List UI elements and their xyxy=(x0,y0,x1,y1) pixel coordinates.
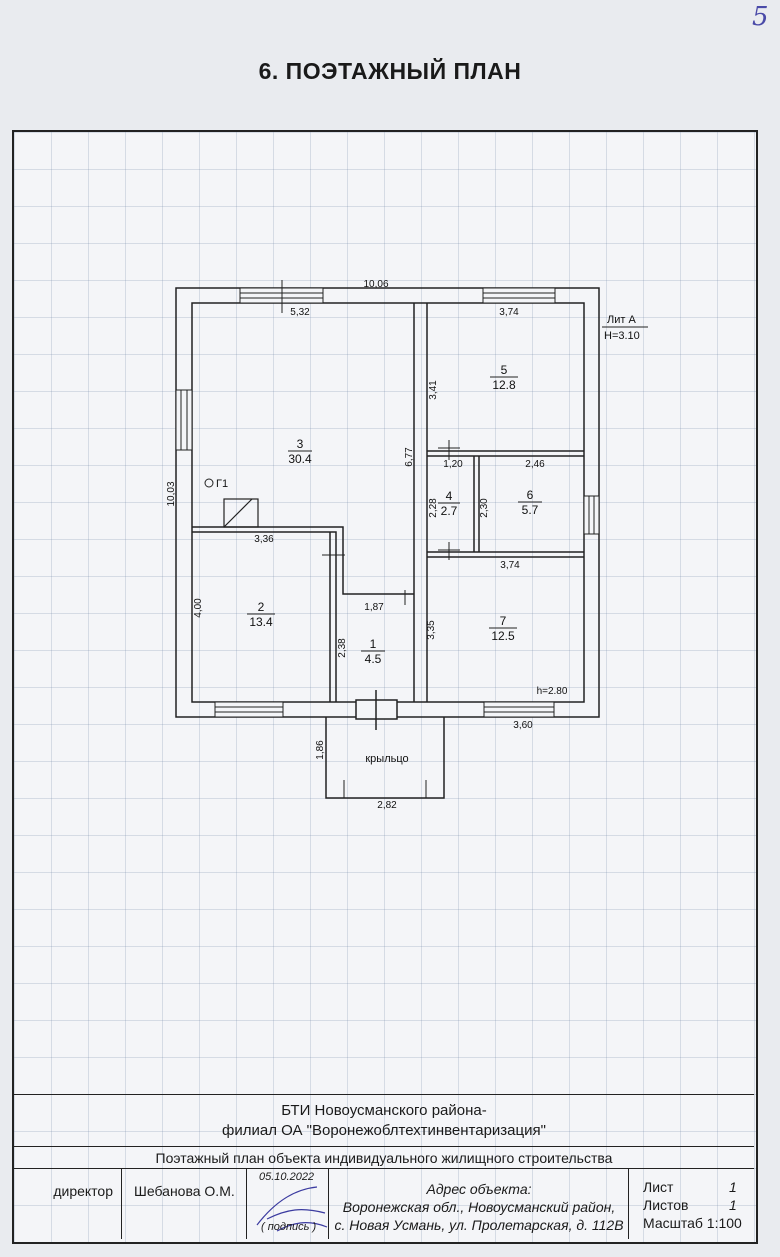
sheet-info-cell: Лист 1 Листов 1 Масштаб 1:100 xyxy=(629,1169,754,1239)
dim-label: 3,35 xyxy=(426,620,437,640)
dim-label: 2,30 xyxy=(479,498,490,518)
room-number: 1 xyxy=(370,637,377,651)
main-height: H=3.10 xyxy=(604,330,640,342)
org-line2: филиал ОА "Воронежоблтехтинвентаризация" xyxy=(222,1122,546,1139)
porch-label: крыльцо xyxy=(365,753,408,765)
room-area: 30.4 xyxy=(288,452,312,466)
room-3: 3 30.4 xyxy=(288,437,312,466)
document-title: 6. ПОЭТАЖНЫЙ ПЛАН xyxy=(258,58,522,84)
sheets-value: 1 xyxy=(729,1197,737,1213)
sheet-label: Лист xyxy=(643,1179,674,1195)
dim-label: 2,28 xyxy=(428,498,439,518)
address-cell: Адрес объекта: Воронежская обл., Новоусм… xyxy=(329,1169,629,1239)
address-line1: Воронежская обл., Новоусманский район, xyxy=(342,1199,616,1215)
room-4: 4 2.7 xyxy=(438,489,460,518)
room-number: 2 xyxy=(258,600,265,614)
role-cell: директор xyxy=(14,1169,122,1239)
scale: Масштаб 1:100 xyxy=(643,1215,742,1231)
room-area: 13.4 xyxy=(249,615,273,629)
room-area: 5.7 xyxy=(522,503,539,517)
dim-label: 3,74 xyxy=(500,560,520,571)
room-7: 7 12.5 xyxy=(489,614,517,643)
dimension-labels: 5,32 3,74 3,41 6,77 1,20 2,46 2,28 2,30 … xyxy=(193,307,545,811)
plan-sheet xyxy=(12,130,758,1244)
room-number: 5 xyxy=(501,363,508,377)
dim-label: 3,41 xyxy=(428,380,439,400)
dim-label: 3,74 xyxy=(499,307,519,318)
signature-cell: 05.10.2022 ( подпись ) xyxy=(247,1169,329,1239)
overall-width-dim: 10,06 xyxy=(363,279,388,290)
dim-label: 5,32 xyxy=(290,307,310,318)
role: директор xyxy=(53,1183,113,1199)
boiler-icon xyxy=(204,478,214,488)
entrance-porch xyxy=(325,690,445,799)
boiler-label: Г1 xyxy=(216,478,228,490)
room-2: 2 13.4 xyxy=(247,600,275,629)
org-line1: БТИ Новоусманского района- xyxy=(281,1102,487,1119)
address-label: Адрес объекта: xyxy=(426,1181,532,1197)
plan-name: Поэтажный план объекта индивидуального ж… xyxy=(14,1146,754,1169)
dim-label: 3,60 xyxy=(513,720,533,731)
page-number: 5 xyxy=(752,2,769,32)
room-6: 6 5.7 xyxy=(518,488,542,517)
person-cell: Шебанова О.М. xyxy=(122,1169,247,1239)
lit-label: Лит А xyxy=(607,314,636,326)
sheet-value: 1 xyxy=(729,1179,737,1195)
date: 05.10.2022 xyxy=(259,1171,315,1183)
room-1: 1 4.5 xyxy=(361,637,385,666)
room-area: 12.5 xyxy=(491,629,515,643)
signature-label: ( подпись ) xyxy=(261,1221,317,1233)
room-area: 4.5 xyxy=(365,652,382,666)
room-area: 2.7 xyxy=(441,504,458,518)
dim-label: 1,20 xyxy=(443,459,463,470)
interior-walls xyxy=(192,303,584,702)
dim-label: 2,38 xyxy=(337,638,348,658)
signature-row: директор Шебанова О.М. 05.10.2022 ( подп… xyxy=(14,1168,754,1241)
organization-block: БТИ Новоусманского района- филиал ОА "Во… xyxy=(14,1094,754,1146)
signature-scribble xyxy=(256,1186,328,1232)
address-line2: с. Новая Усмань, ул. Пролетарская, д. 11… xyxy=(334,1217,624,1233)
room-5: 5 12.8 xyxy=(490,363,518,392)
dim-label: 3,36 xyxy=(254,534,274,545)
dim-label: 6,77 xyxy=(404,447,415,467)
dim-label: 2,82 xyxy=(377,800,397,811)
overall-depth-dim: 10,03 xyxy=(166,481,177,506)
room-height: h=2.80 xyxy=(537,686,568,697)
room-number: 3 xyxy=(297,437,304,451)
person-name: Шебанова О.М. xyxy=(134,1183,235,1199)
room-area: 12.8 xyxy=(492,378,516,392)
sheets-label: Листов xyxy=(643,1197,689,1213)
door-marks xyxy=(281,280,460,605)
dim-label: 2,46 xyxy=(525,459,545,470)
room-number: 7 xyxy=(500,614,507,628)
room-number: 6 xyxy=(527,488,534,502)
dim-label: 1,87 xyxy=(364,602,384,613)
dim-label: 4,00 xyxy=(193,598,204,618)
dim-label: 1,86 xyxy=(315,740,326,760)
room-number: 4 xyxy=(446,489,453,503)
stove-symbol xyxy=(223,498,259,528)
